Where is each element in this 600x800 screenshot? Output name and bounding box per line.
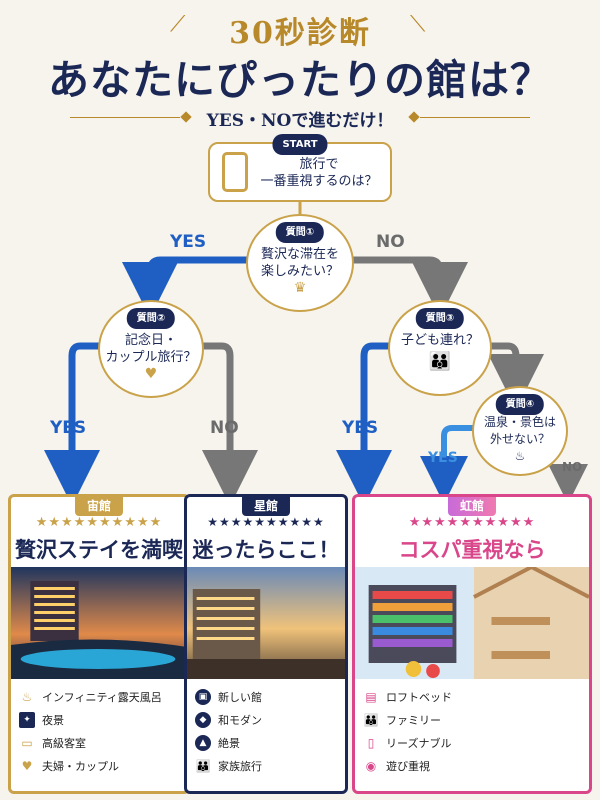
card-headline: 贅沢ステイを満喫 [15,537,183,562]
feature-label: ロフトベッド [386,690,452,704]
yes-label-q4: YES [428,450,458,466]
heart-icon: ♥ [144,366,158,382]
family-icon: 👪 [363,712,379,727]
question-1-text-2: 楽しみたい？ [260,264,339,279]
start-node: START 旅行で 一番重視するのは？ [208,134,392,202]
question-3: 質問③ 子ども連れ？ 👪 [388,300,492,396]
title-small: 30秒診断 [229,16,371,51]
feature-label: 遊び重視 [386,759,430,773]
flow-arrows [44,202,588,500]
question-1: 質問① 贅沢な滞在を 楽しみたい？ ♛ [246,214,354,312]
question-1-label: 質問① [275,222,325,243]
start-text-2: 一番重視するのは？ [260,174,378,189]
no-label-q4: NO [562,460,583,474]
wallet-icon: ▯ [367,735,375,750]
bed-icon: ▭ [21,735,33,750]
feature-label: 絶景 [218,736,240,750]
feature-item: ▭ 高級客室 [19,731,181,754]
sparkle-icon: ⟍ [410,12,426,37]
feature-item: 👪 ファミリー [363,708,583,731]
no-label-q1: NO [376,232,405,252]
sparkle-icon: ⟋ [170,12,186,37]
yes-label-q1: YES [170,232,207,252]
feature-label: リーズナブル [386,736,452,750]
suitcase-icon [222,152,248,192]
question-1-text-1: 贅沢な滞在を [260,247,339,262]
feature-label: 高級客室 [42,736,86,750]
hotel-night-photo [11,567,187,679]
start-text-1: 旅行で [299,157,339,172]
feature-label: インフィニティ露天風呂 [42,690,162,704]
game-icon: ◉ [365,758,377,773]
question-4: 質問④ 温泉・景色は 外せない？ ♨ [472,386,568,476]
card-headline: コスパ重視なら [398,537,546,562]
feature-item: ♨ インフィニティ露天風呂 [19,685,181,708]
feature-item: ✦ 夜景 [19,708,181,731]
star-rating: ★★★★★★★★★★ [207,515,325,529]
feature-label: 新しい館 [218,690,262,704]
divider [420,117,530,118]
feature-item: ▯ リーズナブル [363,731,583,754]
result-card-niji[interactable]: 虹館 ★★★★★★★★★★ コスパ重視なら ▤ ロフトベッド 👪 ファミリー ▯ リー… [352,494,592,794]
feature-item: ▤ ロフトベッド [363,685,583,708]
card-tag: 星館 [241,497,291,516]
question-2-text-1: 記念日・ [124,333,177,348]
crown-icon: ♛ [293,280,307,296]
feature-list: ▣ 新しい館 ◆ 和モダン ▲ 絶景 👪 家族旅行 [195,685,339,777]
feature-label: 夜景 [42,713,64,727]
feature-item: ▣ 新しい館 [195,685,339,708]
onsen-icon: ♨ [21,689,33,704]
feature-item: ◉ 遊び重視 [363,754,583,777]
night-view-icon: ✦ [19,711,35,728]
star-rating: ★★★★★★★★★★ [408,515,536,530]
feature-label: 夫婦・カップル [42,759,119,773]
feature-item: ◆ 和モダン [195,708,339,731]
family-icon: 👪 [195,758,211,773]
hotel-sunset-photo [187,567,345,679]
divider [70,117,180,118]
onsen-icon: ♨ [514,449,526,463]
yes-label-q2: YES [50,418,87,438]
building-icon: ▣ [195,688,211,705]
card-tag: 虹館 [447,497,497,516]
mountain-icon: ▲ [195,734,211,751]
question-3-text-1: 子ども連れ？ [400,333,479,348]
start-label: START [272,134,328,155]
question-3-label: 質問③ [415,308,465,329]
subtitle: YES・NOで進むだけ！ [206,111,394,131]
feature-item: ▲ 絶景 [195,731,339,754]
feature-list: ▤ ロフトベッド 👪 ファミリー ▯ リーズナブル ◉ 遊び重視 [363,685,583,777]
question-2-label: 質問② [126,308,176,329]
loft-bed-icon: ▤ [365,689,377,704]
feature-list: ♨ インフィニティ露天風呂 ✦ 夜景 ▭ 高級客室 ♥ 夫婦・カップル [19,685,181,777]
yes-label-q3: YES [342,418,379,438]
question-4-text-2: 外せない？ [489,432,550,446]
question-2-text-2: カップル旅行？ [105,350,197,365]
page-title: あなたにぴったりの館は？ [48,56,552,104]
question-4-text-1: 温泉・景色は [483,415,556,429]
card-headline: 迷ったらここ！ [192,537,340,562]
card-tag: 宙館 [74,497,124,516]
feature-item: ♥ 夫婦・カップル [19,754,181,777]
result-card-hoshi[interactable]: 星館 ★★★★★★★★★★ 迷ったらここ！ ▣ 新しい館 ◆ 和モダン ▲ 絶景 👪 家… [184,494,348,794]
feature-label: 家族旅行 [218,759,262,773]
no-label-q2: NO [210,418,239,438]
heart-icon: ♥ [21,758,33,773]
feature-item: 👪 家族旅行 [195,754,339,777]
family-icon: 👪 [428,351,452,372]
feature-label: ファミリー [386,713,441,727]
modern-icon: ◆ [195,711,211,728]
star-rating: ★★★★★★★★★★ [35,515,163,530]
feature-label: 和モダン [218,713,262,727]
hotel-rainbow-photo [355,567,589,679]
question-4-label: 質問④ [495,394,545,415]
result-card-sora[interactable]: 宙館 ★★★★★★★★★★ 贅沢ステイを満喫 ♨ インフィニティ露天風呂 ✦ 夜景 … [8,494,190,794]
question-2: 質問② 記念日・ カップル旅行？ ♥ [98,300,204,398]
